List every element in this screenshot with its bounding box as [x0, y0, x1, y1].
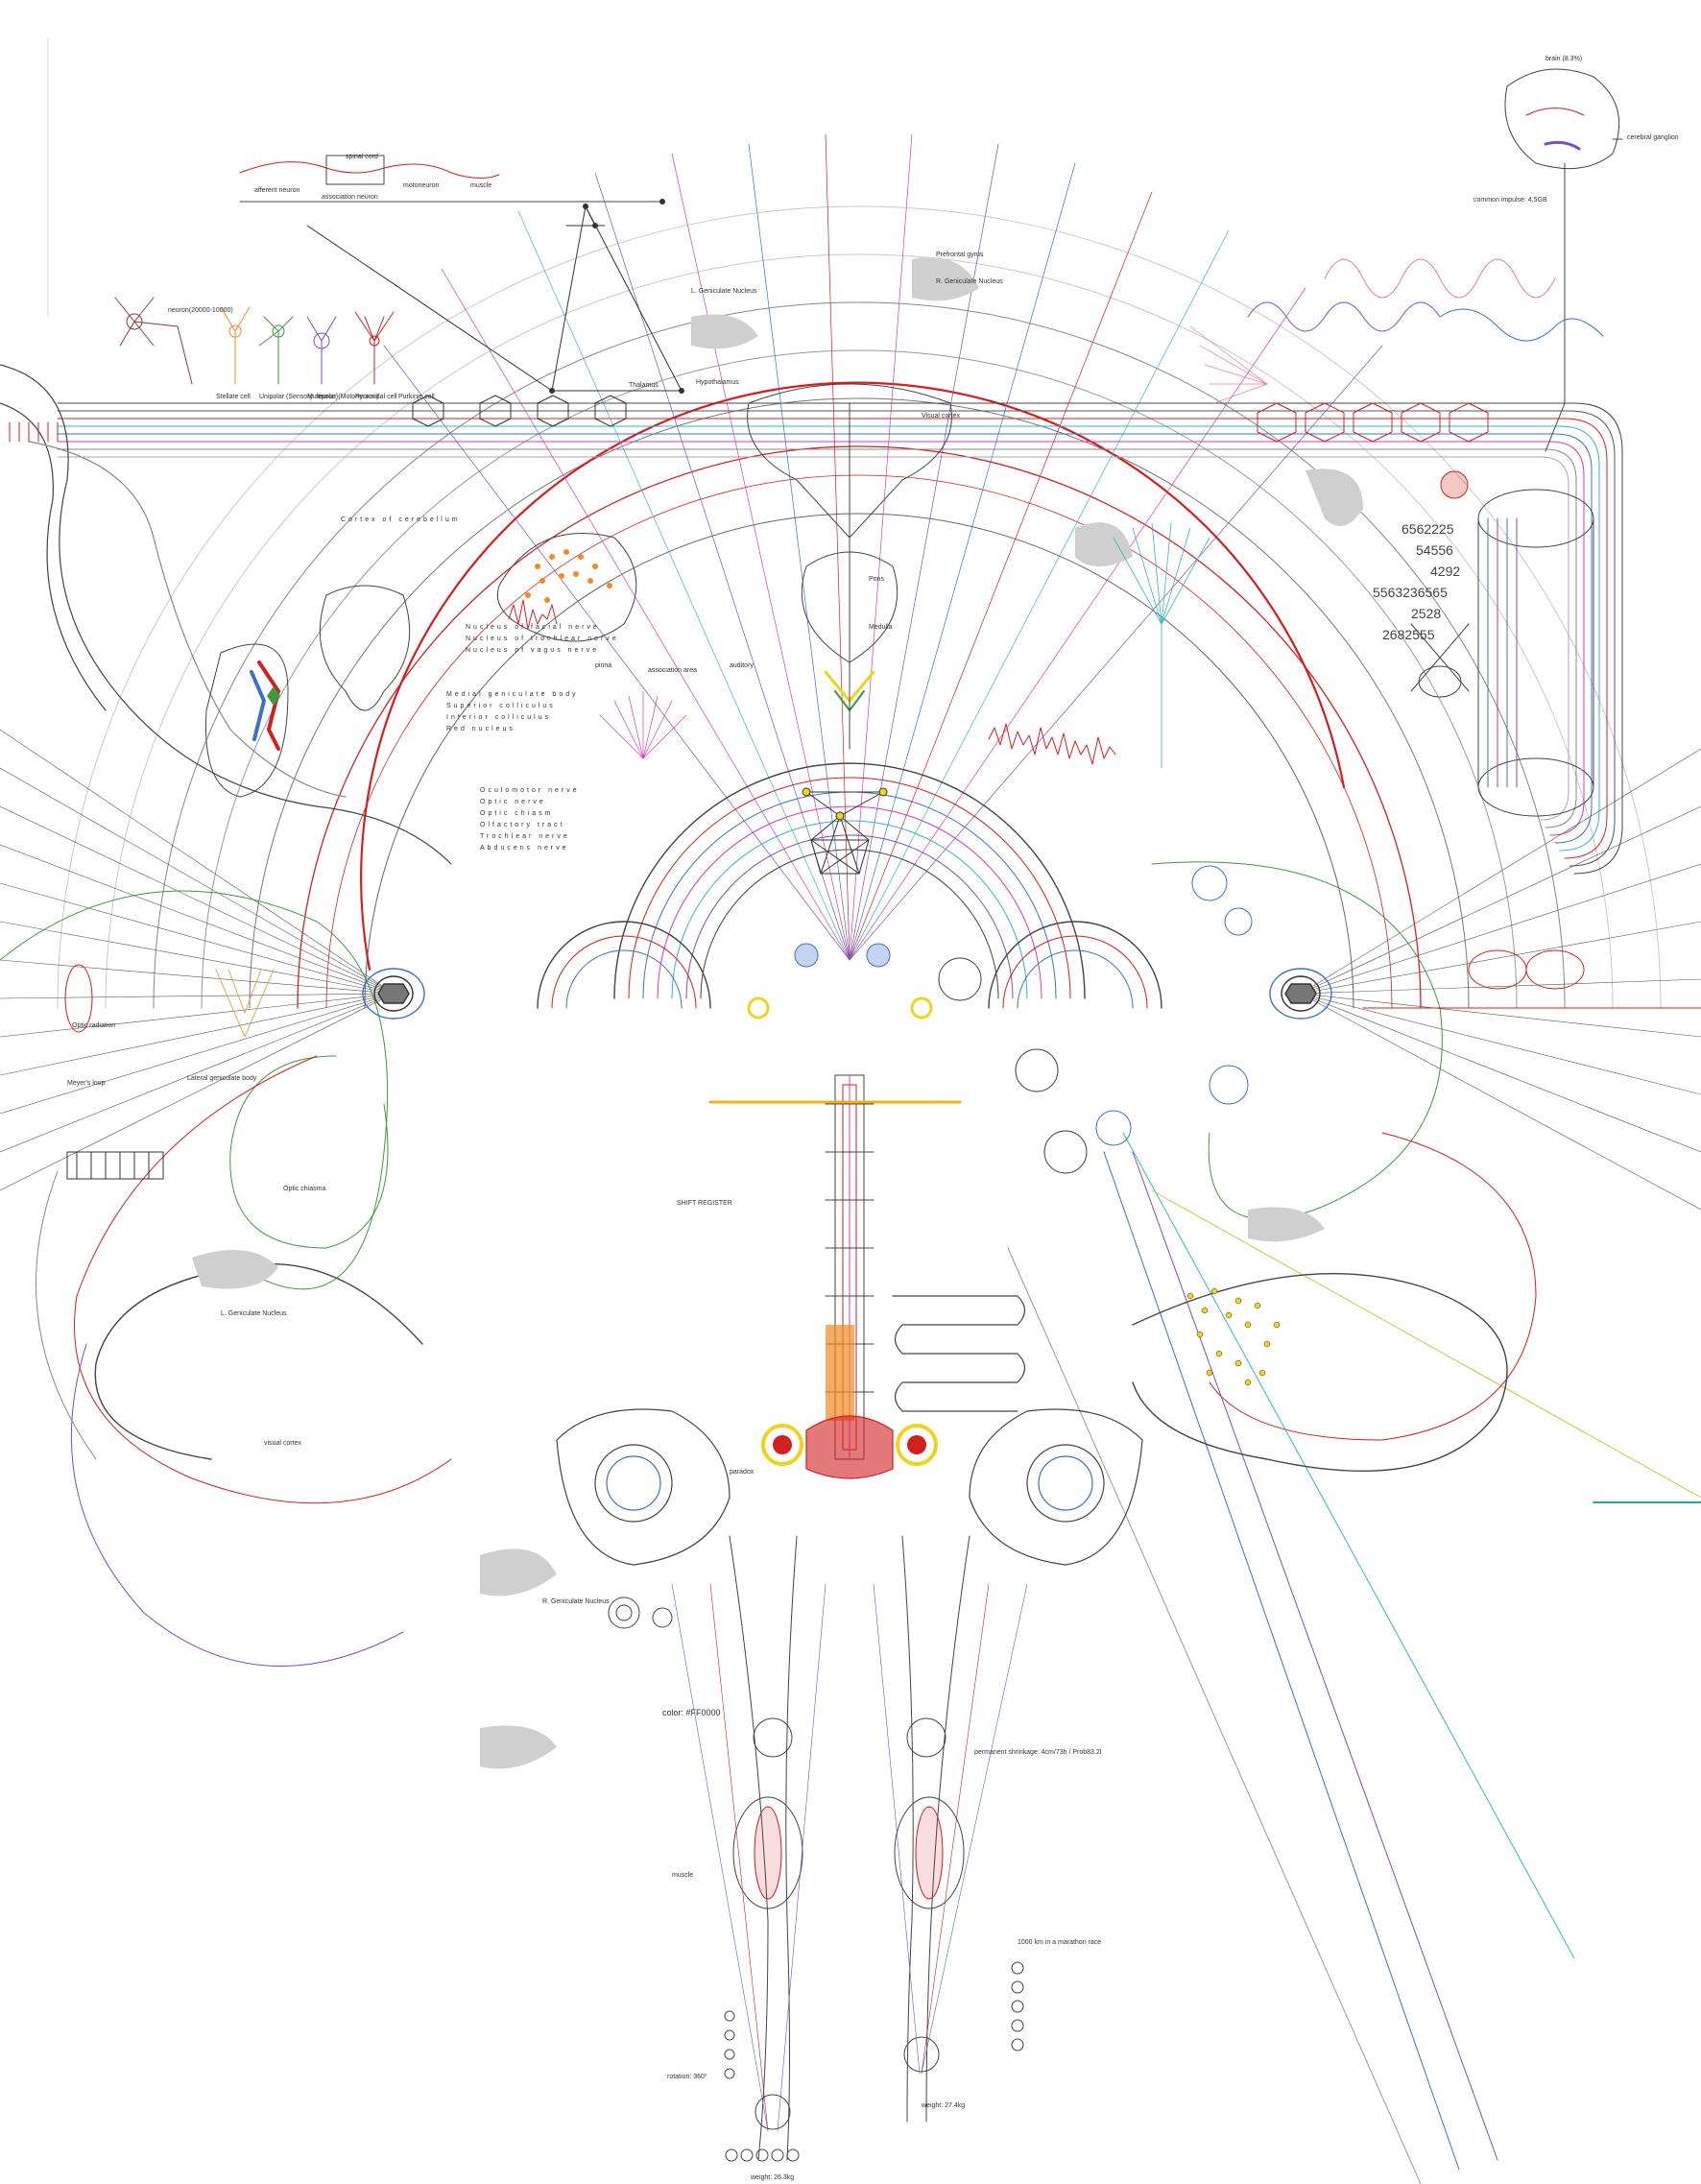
left-keyboard-block — [66, 1151, 164, 1180]
right-gyri — [1247, 258, 1604, 342]
central-face — [747, 383, 952, 750]
right-leg — [873, 1535, 1028, 2123]
loop-curves — [0, 861, 1537, 1668]
brain-dots — [497, 533, 637, 642]
pink-fan — [1189, 325, 1268, 404]
v-shape-left — [215, 969, 275, 1038]
hexagon-row — [1257, 402, 1489, 443]
left-oval — [64, 964, 93, 1033]
grey-blobs — [192, 257, 1363, 1769]
pentagon-star — [802, 787, 888, 875]
scatter-dots — [1186, 1287, 1281, 1386]
right-hourglass — [1410, 623, 1470, 698]
neuron-chain — [239, 155, 665, 204]
right-circles — [747, 865, 1253, 1174]
left-leg — [671, 1535, 827, 2161]
triangle-geometry — [306, 204, 684, 394]
hexagon-row-black — [412, 395, 627, 427]
cylinder-right — [1477, 489, 1594, 817]
outer-arcs — [57, 205, 1662, 1009]
right-eye — [1269, 968, 1332, 1020]
radiating-lines-left — [0, 729, 395, 1191]
central-fan — [383, 133, 1383, 961]
right-oval-chain — [1362, 949, 1701, 1009]
waveform-left — [508, 599, 558, 630]
red-arrows-left — [9, 421, 59, 443]
waveform-right — [988, 723, 1116, 765]
left-eye — [362, 968, 425, 1020]
horizontal-band — [57, 402, 1623, 875]
foot-circles — [608, 1596, 1024, 2162]
intestine-zigzag — [892, 1295, 1026, 1412]
diagonal-lines — [1007, 1132, 1701, 2184]
left-brain-section — [204, 585, 411, 798]
pelvis — [556, 1408, 1143, 1566]
magenta-burst — [599, 690, 687, 759]
spinal-column — [825, 1074, 874, 1460]
left-head-contour — [0, 364, 452, 865]
right-top-brain — [1504, 68, 1623, 452]
blue-fan — [1113, 522, 1210, 769]
red-glow — [1440, 470, 1469, 499]
central-arches — [537, 762, 1162, 1009]
neuron-icons — [114, 297, 395, 385]
radiating-lines-right — [1300, 748, 1701, 1211]
